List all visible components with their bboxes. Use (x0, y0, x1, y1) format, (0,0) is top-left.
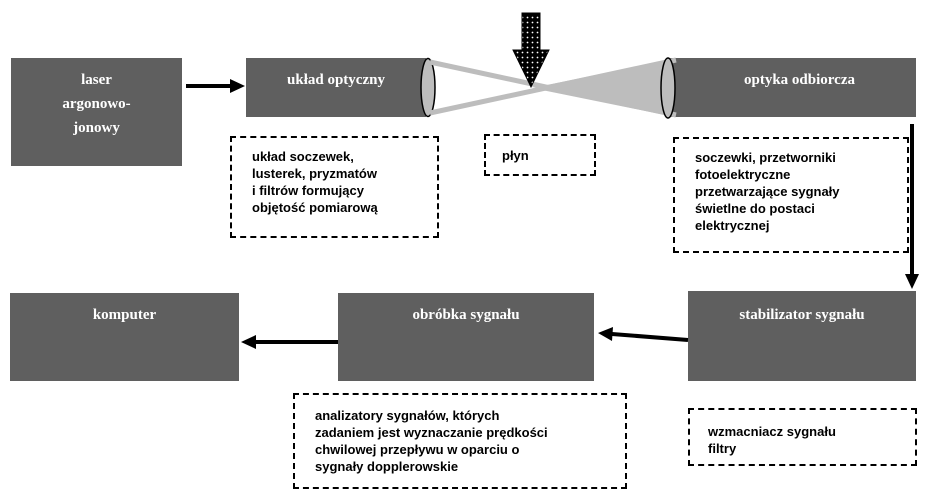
arrow-laser-to-optics (186, 79, 245, 93)
signal-stabilizer-box: stabilizator sygnału (688, 291, 916, 381)
scattered-light-cone (532, 60, 670, 116)
fluid-note: płyn (484, 134, 596, 176)
signal-processing-box: obróbka sygnału (338, 293, 594, 381)
optical-system-note: układ soczewek, lusterek, pryzmatów i fi… (230, 136, 439, 238)
receiver-optics-box: optyka odbiorcza (669, 58, 916, 117)
optical-system-label: układ optyczny (287, 72, 385, 88)
computer-box: komputer (10, 293, 239, 381)
transmit-lens-icon (420, 57, 436, 118)
receive-lens-icon (660, 57, 676, 119)
laser-box: laser argonowo- jonowy (11, 58, 182, 166)
receiver-optics-label: optyka odbiorcza (744, 72, 855, 88)
laser-label: laser argonowo- jonowy (62, 72, 131, 136)
arrow-receiver-to-stabilizer (905, 124, 919, 289)
signal-stabilizer-label: stabilizator sygnału (739, 307, 865, 323)
signal-processing-note: analizatory sygnałów, których zadaniem j… (293, 393, 627, 489)
arrow-processing-to-computer (241, 335, 338, 349)
arrow-stabilizer-to-processing (598, 327, 689, 342)
flow-arrow-icon (512, 12, 550, 89)
signal-stabilizer-note: wzmacniacz sygnału filtry (688, 408, 917, 466)
computer-label: komputer (92, 307, 157, 323)
optical-system-box: układ optyczny (246, 58, 426, 117)
receiver-optics-note: soczewki, przetworniki fotoelektryczne p… (673, 137, 909, 253)
signal-processing-label: obróbka sygnału (412, 307, 520, 323)
